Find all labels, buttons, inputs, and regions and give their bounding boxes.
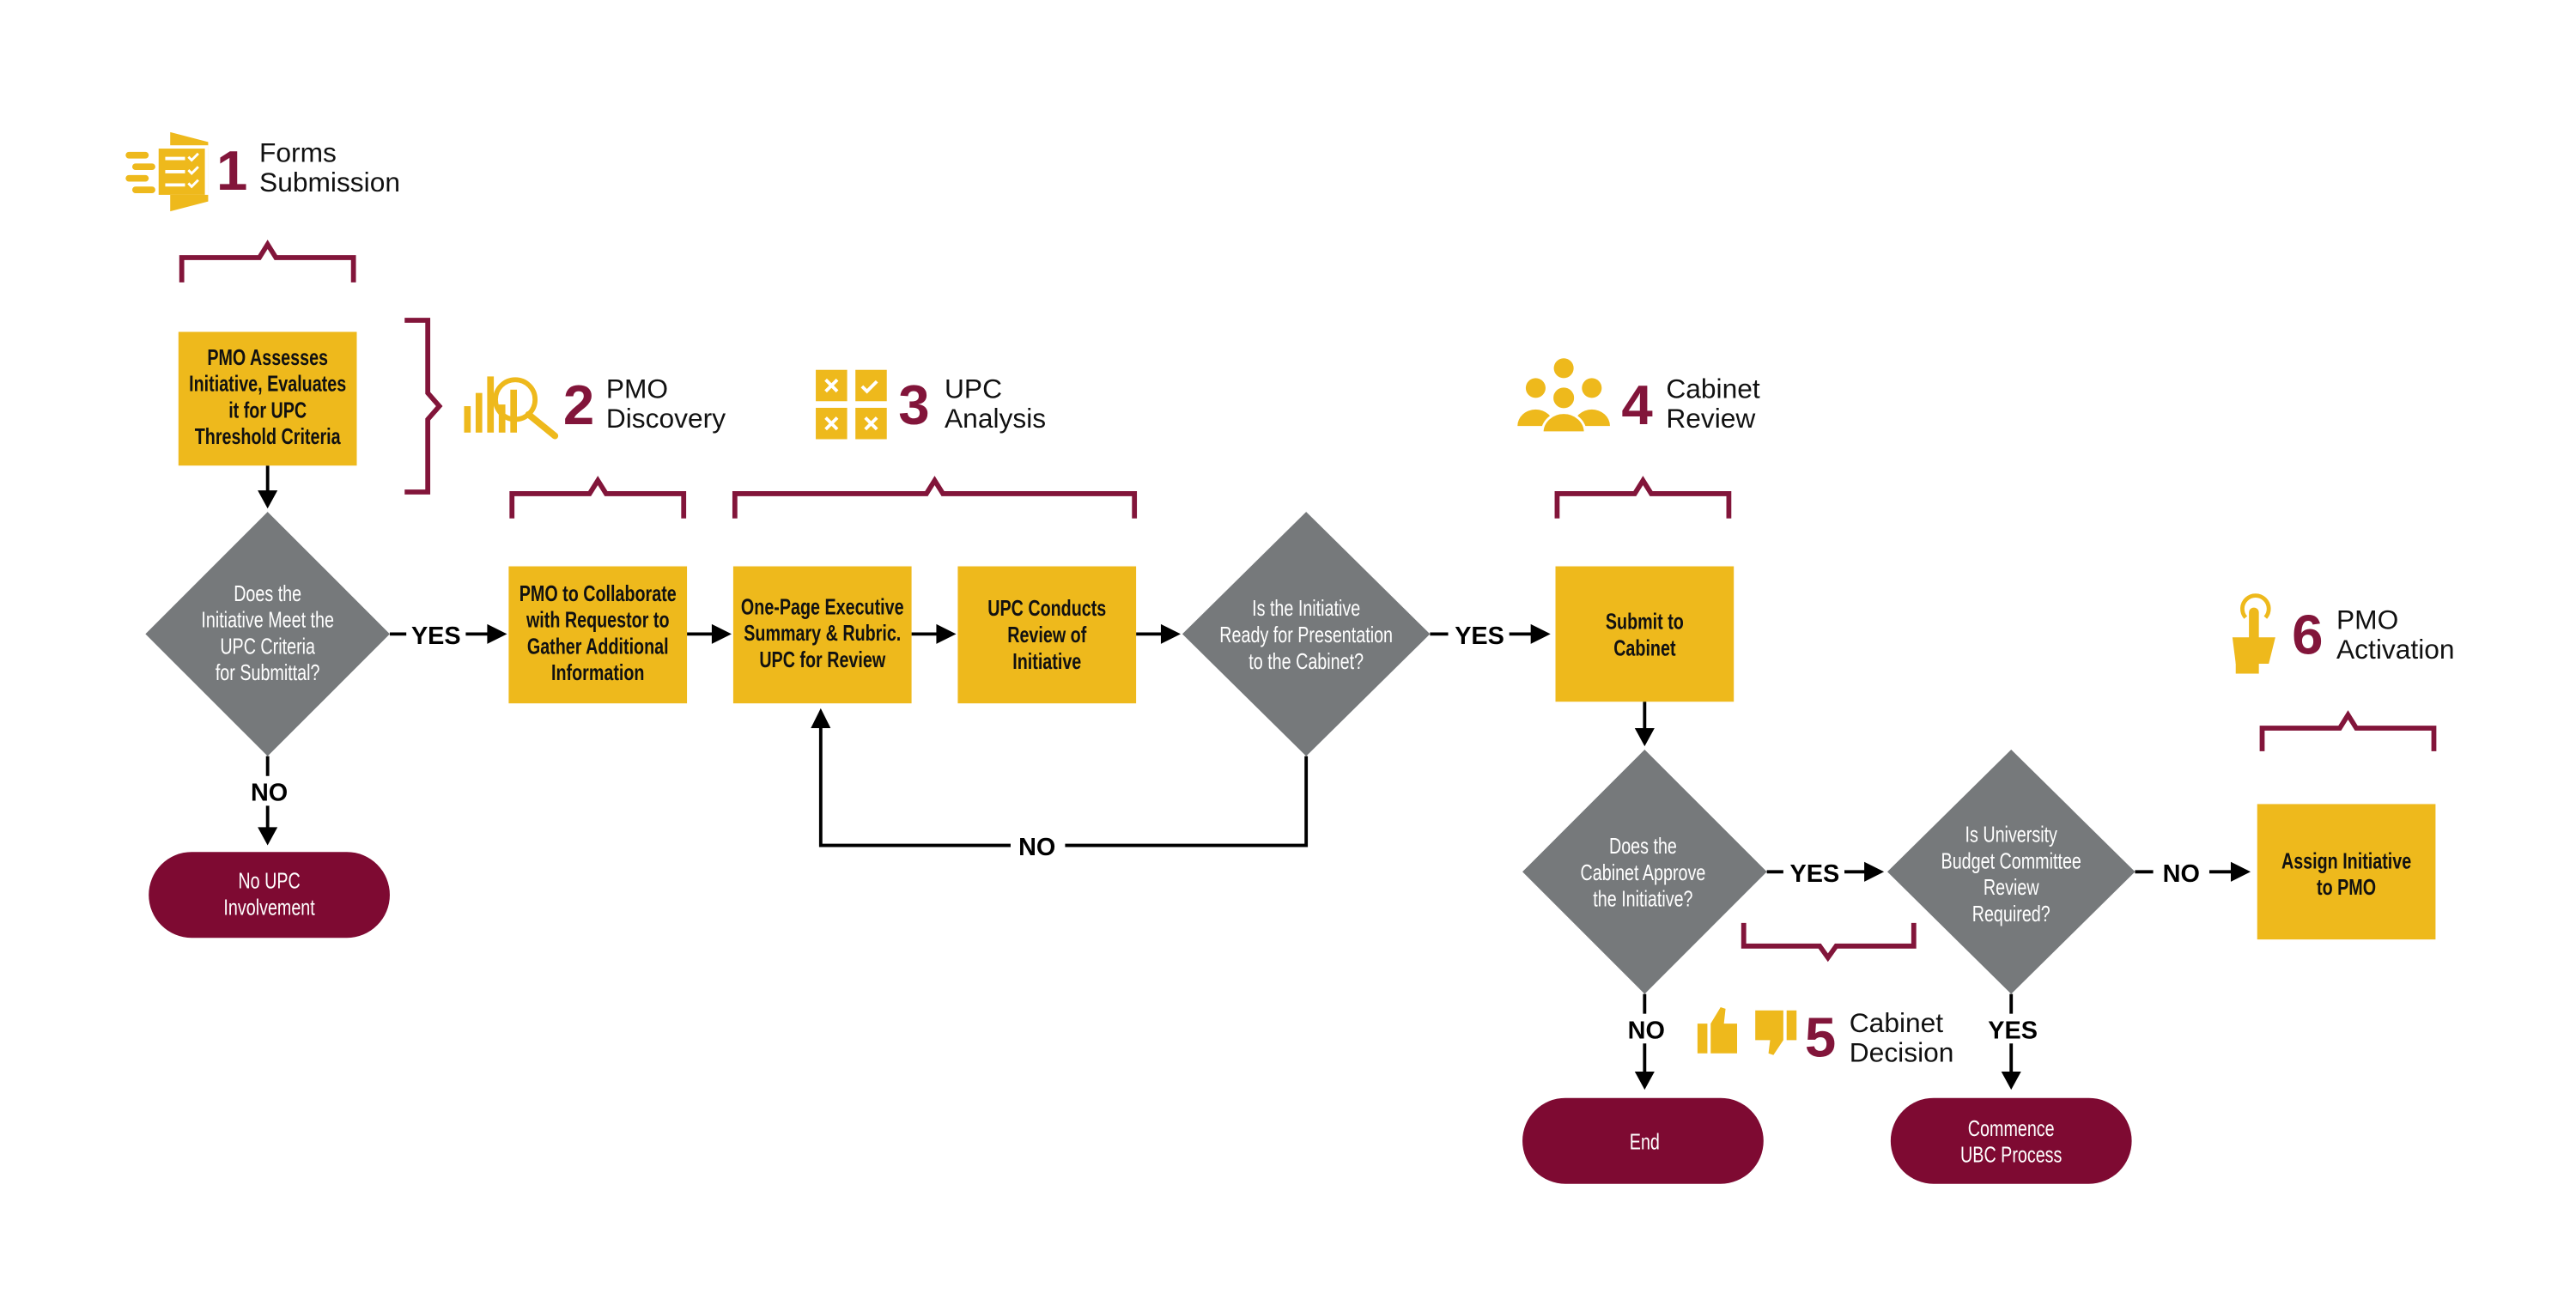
stage-title: Review xyxy=(1666,403,1755,434)
node-text: Assign Initiative xyxy=(2281,848,2411,873)
ready-for-presentation-decision: Is the Initiative Ready for Presentation… xyxy=(1182,512,1431,756)
node-text: Submit to xyxy=(1606,609,1684,634)
stage-6-bracket xyxy=(2259,710,2437,751)
node-text: Cabinet Approve xyxy=(1581,860,1706,884)
stage-5-header: 5 Cabinet Decision xyxy=(1697,1006,1954,1069)
connectors xyxy=(258,465,2251,1090)
upc-review-box: UPC Conducts Review of Initiative xyxy=(957,566,1137,704)
tablet-checklist-icon xyxy=(125,131,209,212)
stage-1-header: 1 Forms Submission xyxy=(125,131,400,212)
node-text: Does the xyxy=(1609,833,1677,858)
stage-2-header: 2 PMO Discovery xyxy=(464,373,726,440)
node-text: UPC Conducts xyxy=(987,596,1106,621)
stage-title: Analysis xyxy=(945,403,1046,434)
executive-summary-box: One-Page Executive Summary & Rubric. UPC… xyxy=(732,566,912,704)
node-text: Initiative, Evaluates xyxy=(189,371,346,396)
stage-number: 1 xyxy=(216,139,247,202)
node-text: the Initiative? xyxy=(1593,886,1692,911)
stage-2-brace xyxy=(404,318,443,495)
yes-label: YES xyxy=(411,623,461,650)
node-text: Does the xyxy=(234,580,301,605)
node-text: it for UPC xyxy=(228,398,307,422)
stage-6-header: 6 PMO Activation xyxy=(2232,593,2455,674)
node-text: Required? xyxy=(1972,901,2050,926)
node-text: to the Cabinet? xyxy=(1249,648,1364,673)
node-text: with Requestor to xyxy=(526,607,669,632)
no-label: NO xyxy=(1018,834,1055,861)
node-text: Review xyxy=(1984,875,2039,900)
stage-number: 2 xyxy=(563,374,594,436)
group-people-icon xyxy=(1517,358,1610,434)
meet-criteria-decision: Does the Initiative Meet the UPC Criteri… xyxy=(145,512,390,756)
stage-title: Discovery xyxy=(606,403,726,434)
stage-title: PMO xyxy=(2336,604,2398,635)
magnifier-chart-icon xyxy=(464,376,559,440)
collaborate-box: PMO to Collaborate with Requestor to Gat… xyxy=(508,566,688,704)
cabinet-approve-decision: Does the Cabinet Approve the Initiative? xyxy=(1522,749,1767,994)
thumbs-up-down-icon xyxy=(1697,1006,1797,1055)
stage-number: 4 xyxy=(1621,374,1652,436)
stage-title: UPC xyxy=(945,373,1002,404)
no-upc-involvement-terminal: No UPC Involvement xyxy=(149,852,390,938)
stage-title: Submission xyxy=(259,167,400,197)
node-text: Threshold Criteria xyxy=(195,424,341,449)
node-text: Involvement xyxy=(223,895,315,920)
node-text: UPC for Review xyxy=(759,647,885,671)
stage-title: Forms xyxy=(259,137,337,167)
stage-title: PMO xyxy=(606,373,668,404)
end-terminal: End xyxy=(1522,1097,1764,1184)
node-text: UBC Process xyxy=(1960,1142,2062,1167)
stage-number: 6 xyxy=(2292,603,2323,665)
node-text: End xyxy=(1630,1129,1660,1154)
flow-labels: YES NO NO YES YES NO NO YES xyxy=(251,623,2200,1045)
node-text: Budget Committee xyxy=(1941,848,2081,873)
node-text: Gather Additional xyxy=(527,634,669,659)
assign-to-pmo-box: Assign Initiative to PMO xyxy=(2257,804,2436,940)
stage-title: Cabinet xyxy=(1850,1007,1944,1038)
no-label: NO xyxy=(1628,1017,1665,1044)
node-text: Summary & Rubric. xyxy=(744,620,901,645)
node-text: Is University xyxy=(1965,822,2058,847)
submit-to-cabinet-box: Submit to Cabinet xyxy=(1555,566,1735,702)
node-text: UPC Criteria xyxy=(220,634,315,659)
no-label: NO xyxy=(251,780,288,807)
node-text: Initiative xyxy=(1012,648,1081,673)
node-text: Review of xyxy=(1007,622,1086,647)
commence-ubc-terminal: Commence UBC Process xyxy=(1890,1097,2132,1184)
node-text: to PMO xyxy=(2317,875,2376,900)
stage-3-header: 3 UPC Analysis xyxy=(816,369,1046,440)
stage-4-bracket xyxy=(1554,476,1732,519)
node-text: Commence xyxy=(1968,1115,2055,1140)
grid-checks-icon xyxy=(816,369,887,440)
node-text: Is the Initiative xyxy=(1252,596,1360,621)
node-text: One-Page Executive xyxy=(741,594,904,619)
stage-1-bracket xyxy=(179,240,356,282)
pointing-hand-icon xyxy=(2232,593,2275,674)
no-label: NO xyxy=(2163,860,2200,888)
stage-title: Decision xyxy=(1850,1036,1954,1067)
node-text: Ready for Presentation xyxy=(1219,622,1393,647)
stage-number: 3 xyxy=(898,374,929,436)
node-text: PMO Assesses xyxy=(207,344,328,369)
yes-label: YES xyxy=(1988,1017,2038,1044)
node-text: No UPC xyxy=(238,868,300,893)
node-text: Cabinet xyxy=(1613,635,1676,660)
yes-label: YES xyxy=(1790,860,1840,888)
node-text: for Submittal? xyxy=(216,660,320,685)
stage-title: Cabinet xyxy=(1666,373,1760,404)
stage-5-bracket xyxy=(1741,922,1917,963)
stage-4-header: 4 Cabinet Review xyxy=(1517,358,1760,436)
stage-brackets xyxy=(179,240,2437,963)
node-text: Initiative Meet the xyxy=(201,607,334,632)
stage-3-bracket xyxy=(732,476,1138,519)
node-text: Information xyxy=(551,660,644,685)
pmo-assesses-box: PMO Assesses Initiative, Evaluates it fo… xyxy=(178,331,357,466)
yes-label: YES xyxy=(1455,623,1504,650)
stage-title: Activation xyxy=(2336,634,2455,665)
ubc-review-required-decision: Is University Budget Committee Review Re… xyxy=(1887,749,2136,994)
stage-number: 5 xyxy=(1805,1006,1836,1069)
stage-2-bracket xyxy=(509,476,687,519)
node-text: PMO to Collaborate xyxy=(519,580,677,605)
